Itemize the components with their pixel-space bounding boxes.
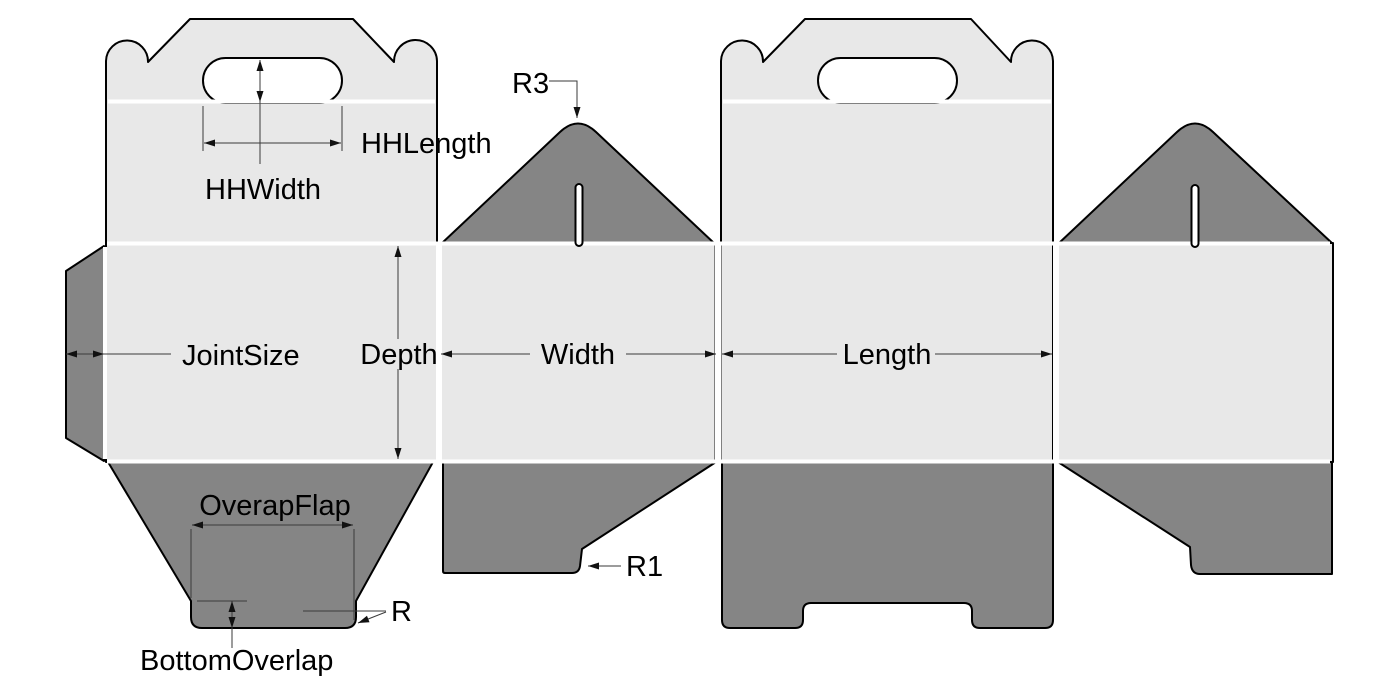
handle-panel-left-top <box>105 18 438 244</box>
label-hhwidth: HHWidth <box>205 174 321 206</box>
light-panels <box>105 18 1334 463</box>
bottom-flap-panel2 <box>442 461 717 574</box>
handle-panel-right-top <box>720 18 1054 244</box>
label-hhlength: HHLength <box>361 128 492 160</box>
bottom-flap-panel4 <box>1057 461 1333 575</box>
gable-slit-left <box>574 183 584 247</box>
label-r: R <box>391 596 412 628</box>
label-overlapflap: OverapFlap <box>199 490 351 522</box>
label-width: Width <box>541 339 615 371</box>
label-r1: R1 <box>626 551 663 583</box>
r3-leader-line <box>549 80 581 118</box>
gable-triangle-flap-right <box>1057 122 1334 245</box>
fold-lines <box>103 99 1330 464</box>
label-jointsize: JointSize <box>182 340 300 372</box>
handle-hole-left <box>202 57 343 104</box>
cut-shapes <box>65 18 1334 629</box>
label-length: Length <box>843 339 932 371</box>
label-depth: Depth <box>360 339 437 371</box>
label-bottomoverlap: BottomOverlap <box>140 645 333 677</box>
handle-hole-right <box>817 57 958 104</box>
dark-flaps <box>65 122 1334 629</box>
r-leader-arrow <box>357 611 387 624</box>
panel-end-body <box>1057 242 1334 463</box>
bottom-flap-panel1 <box>107 461 434 629</box>
label-r3: R3 <box>512 68 549 100</box>
dimension-labels: HHLength HHWidth R3 JointSize Depth Widt… <box>140 68 931 677</box>
gable-slits <box>574 183 1200 248</box>
bottom-flap-panel3 <box>721 461 1054 629</box>
gable-slit-right <box>1190 184 1200 248</box>
dimension-annotations: HHLength HHWidth R3 JointSize Depth Widt… <box>66 60 1052 677</box>
handle-holes <box>202 57 958 104</box>
